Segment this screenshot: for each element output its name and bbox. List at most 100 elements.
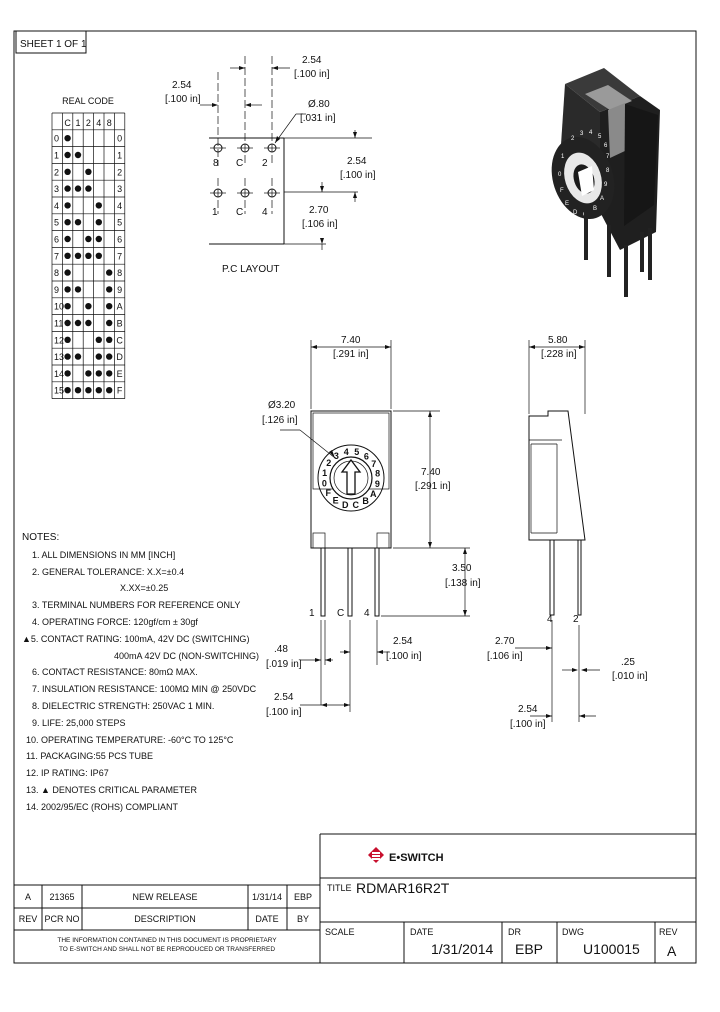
- dim-inch: [.031 in]: [300, 113, 336, 124]
- real-code-position: 2: [54, 167, 59, 177]
- dwg-value: U100015: [583, 941, 640, 957]
- dial-number: 7: [371, 459, 376, 469]
- real-code-output: B: [117, 319, 123, 329]
- dial-number: 5: [354, 447, 359, 457]
- pc-layout-view: 8 C 2 1 C 4 2.54 [.100 in] 2.54 [.100 in…: [165, 55, 376, 275]
- real-code-header: 1: [75, 118, 80, 128]
- dial-number: 9: [375, 479, 380, 489]
- dial-number: 8: [375, 469, 380, 479]
- code-dot: [95, 336, 103, 343]
- dr-value: EBP: [515, 941, 543, 957]
- date-label: DATE: [410, 927, 433, 937]
- dim-inch: [.138 in]: [445, 578, 481, 589]
- real-code-position: 0: [54, 134, 59, 144]
- pin-label: 1: [309, 608, 315, 619]
- real-code-position: 7: [54, 251, 59, 261]
- dim-value: 2.54: [518, 704, 538, 715]
- dial-number: 0: [322, 478, 327, 488]
- code-dot: [95, 202, 103, 209]
- real-code-position: 13: [54, 352, 64, 362]
- svg-text:3: 3: [580, 131, 584, 137]
- real-code-position: 14: [54, 369, 64, 379]
- svg-text:D: D: [573, 210, 578, 216]
- real-code-output: 3: [117, 184, 122, 194]
- code-dot: [85, 185, 92, 192]
- pin-label: 4: [547, 614, 553, 625]
- svg-text:1: 1: [561, 154, 565, 160]
- note-item: 2. GENERAL TOLERANCE: X.X=±0.4: [32, 566, 185, 577]
- dwg-label: DWG: [562, 927, 584, 937]
- code-dot: [85, 168, 92, 175]
- brand-name: E•SWITCH: [389, 852, 444, 864]
- real-code-output: 2: [117, 167, 122, 177]
- notes-block: NOTES: 1. ALL DIMENSIONS IN MM [INCH] 2.…: [22, 530, 322, 816]
- dial-number: F: [326, 488, 332, 498]
- pin-label: C: [236, 207, 243, 218]
- side-view: 4 2 5.80 [.228 in] 2.70 [.106 in] .25 [.…: [487, 335, 648, 730]
- note-item: 3. TERMINAL NUMBERS FOR REFERENCE ONLY: [32, 600, 241, 611]
- real-code-position: 15: [54, 386, 64, 396]
- pin: [549, 539, 555, 616]
- title-label: TITLE: [327, 883, 352, 893]
- dial-number: E: [333, 496, 339, 506]
- rotary-dial: [317, 444, 385, 512]
- code-dot: [95, 252, 103, 259]
- code-dot: [74, 185, 82, 192]
- real-code-position: 1: [54, 151, 59, 161]
- code-dot: [85, 303, 92, 310]
- code-dot: [106, 303, 113, 310]
- code-dot: [95, 387, 103, 394]
- note-item: ▲5. CONTACT RATING: 100mA, 42V DC (SWITC…: [22, 633, 250, 644]
- code-dot: [106, 286, 113, 293]
- code-dot: [106, 336, 113, 343]
- svg-text:E: E: [565, 201, 569, 207]
- dim-inch: [.019 in]: [266, 659, 302, 670]
- code-dot: [95, 219, 103, 226]
- svg-text:4: 4: [589, 130, 593, 136]
- code-dot: [64, 303, 71, 310]
- code-dot: [106, 319, 113, 327]
- pin-label: 4: [262, 207, 268, 218]
- pin-label: 8: [213, 158, 219, 169]
- dial-number: 3: [334, 451, 339, 461]
- note-item: 6. CONTACT RESISTANCE: 80mΩ MAX.: [32, 667, 198, 678]
- real-code-title: REAL CODE: [62, 96, 114, 106]
- code-dot: [95, 370, 103, 377]
- code-dot: [64, 353, 71, 360]
- code-dot: [74, 151, 82, 159]
- real-code-position: 11: [54, 319, 63, 329]
- rev-header: REV: [19, 914, 38, 924]
- note-item: 13. ▲ DENOTES CRITICAL PARAMETER: [26, 784, 197, 795]
- svg-text:6: 6: [604, 143, 608, 149]
- code-dot: [74, 387, 82, 394]
- note-item: 7. INSULATION RESISTANCE: 100MΩ MIN @ 25…: [32, 684, 257, 695]
- code-dot: [64, 219, 71, 226]
- dim-value: 2.70: [495, 636, 515, 647]
- note-item: 400mA 42V DC (NON-SWITCHING): [114, 650, 260, 661]
- dim-value: 2.54: [172, 80, 192, 91]
- disclaimer-line-1: THE INFORMATION CONTAINED IN THIS DOCUME…: [57, 937, 277, 944]
- dim-value: Ø3.20: [268, 400, 296, 411]
- code-dot: [64, 135, 71, 142]
- svg-text:7: 7: [606, 154, 610, 160]
- dial-number: 4: [344, 447, 349, 457]
- code-dot: [74, 353, 82, 360]
- real-code-header: C: [64, 118, 71, 128]
- note-item: 1. ALL DIMENSIONS IN MM [INCH]: [32, 549, 176, 560]
- scale-label: SCALE: [325, 927, 355, 937]
- note-item: 4. OPERATING FORCE: 120gf/cm ± 30gf: [32, 616, 198, 627]
- dim-inch: [.100 in]: [386, 651, 422, 662]
- code-dot: [64, 252, 71, 259]
- code-dot: [64, 370, 71, 377]
- pin-label: C: [337, 608, 344, 619]
- pin-label: C: [236, 158, 243, 169]
- dim-inch: [.010 in]: [612, 671, 648, 682]
- real-code-position: 12: [54, 335, 64, 345]
- real-code-output: 8: [117, 268, 122, 278]
- part-title: RDMAR16R2T: [356, 880, 450, 896]
- dim-inch: [.100 in]: [294, 69, 330, 80]
- svg-text:5: 5: [598, 134, 602, 140]
- disclaimer-line-2: TO E-SWITCH AND SHALL NOT BE REPRODUCED …: [59, 946, 275, 953]
- code-dot: [85, 387, 92, 394]
